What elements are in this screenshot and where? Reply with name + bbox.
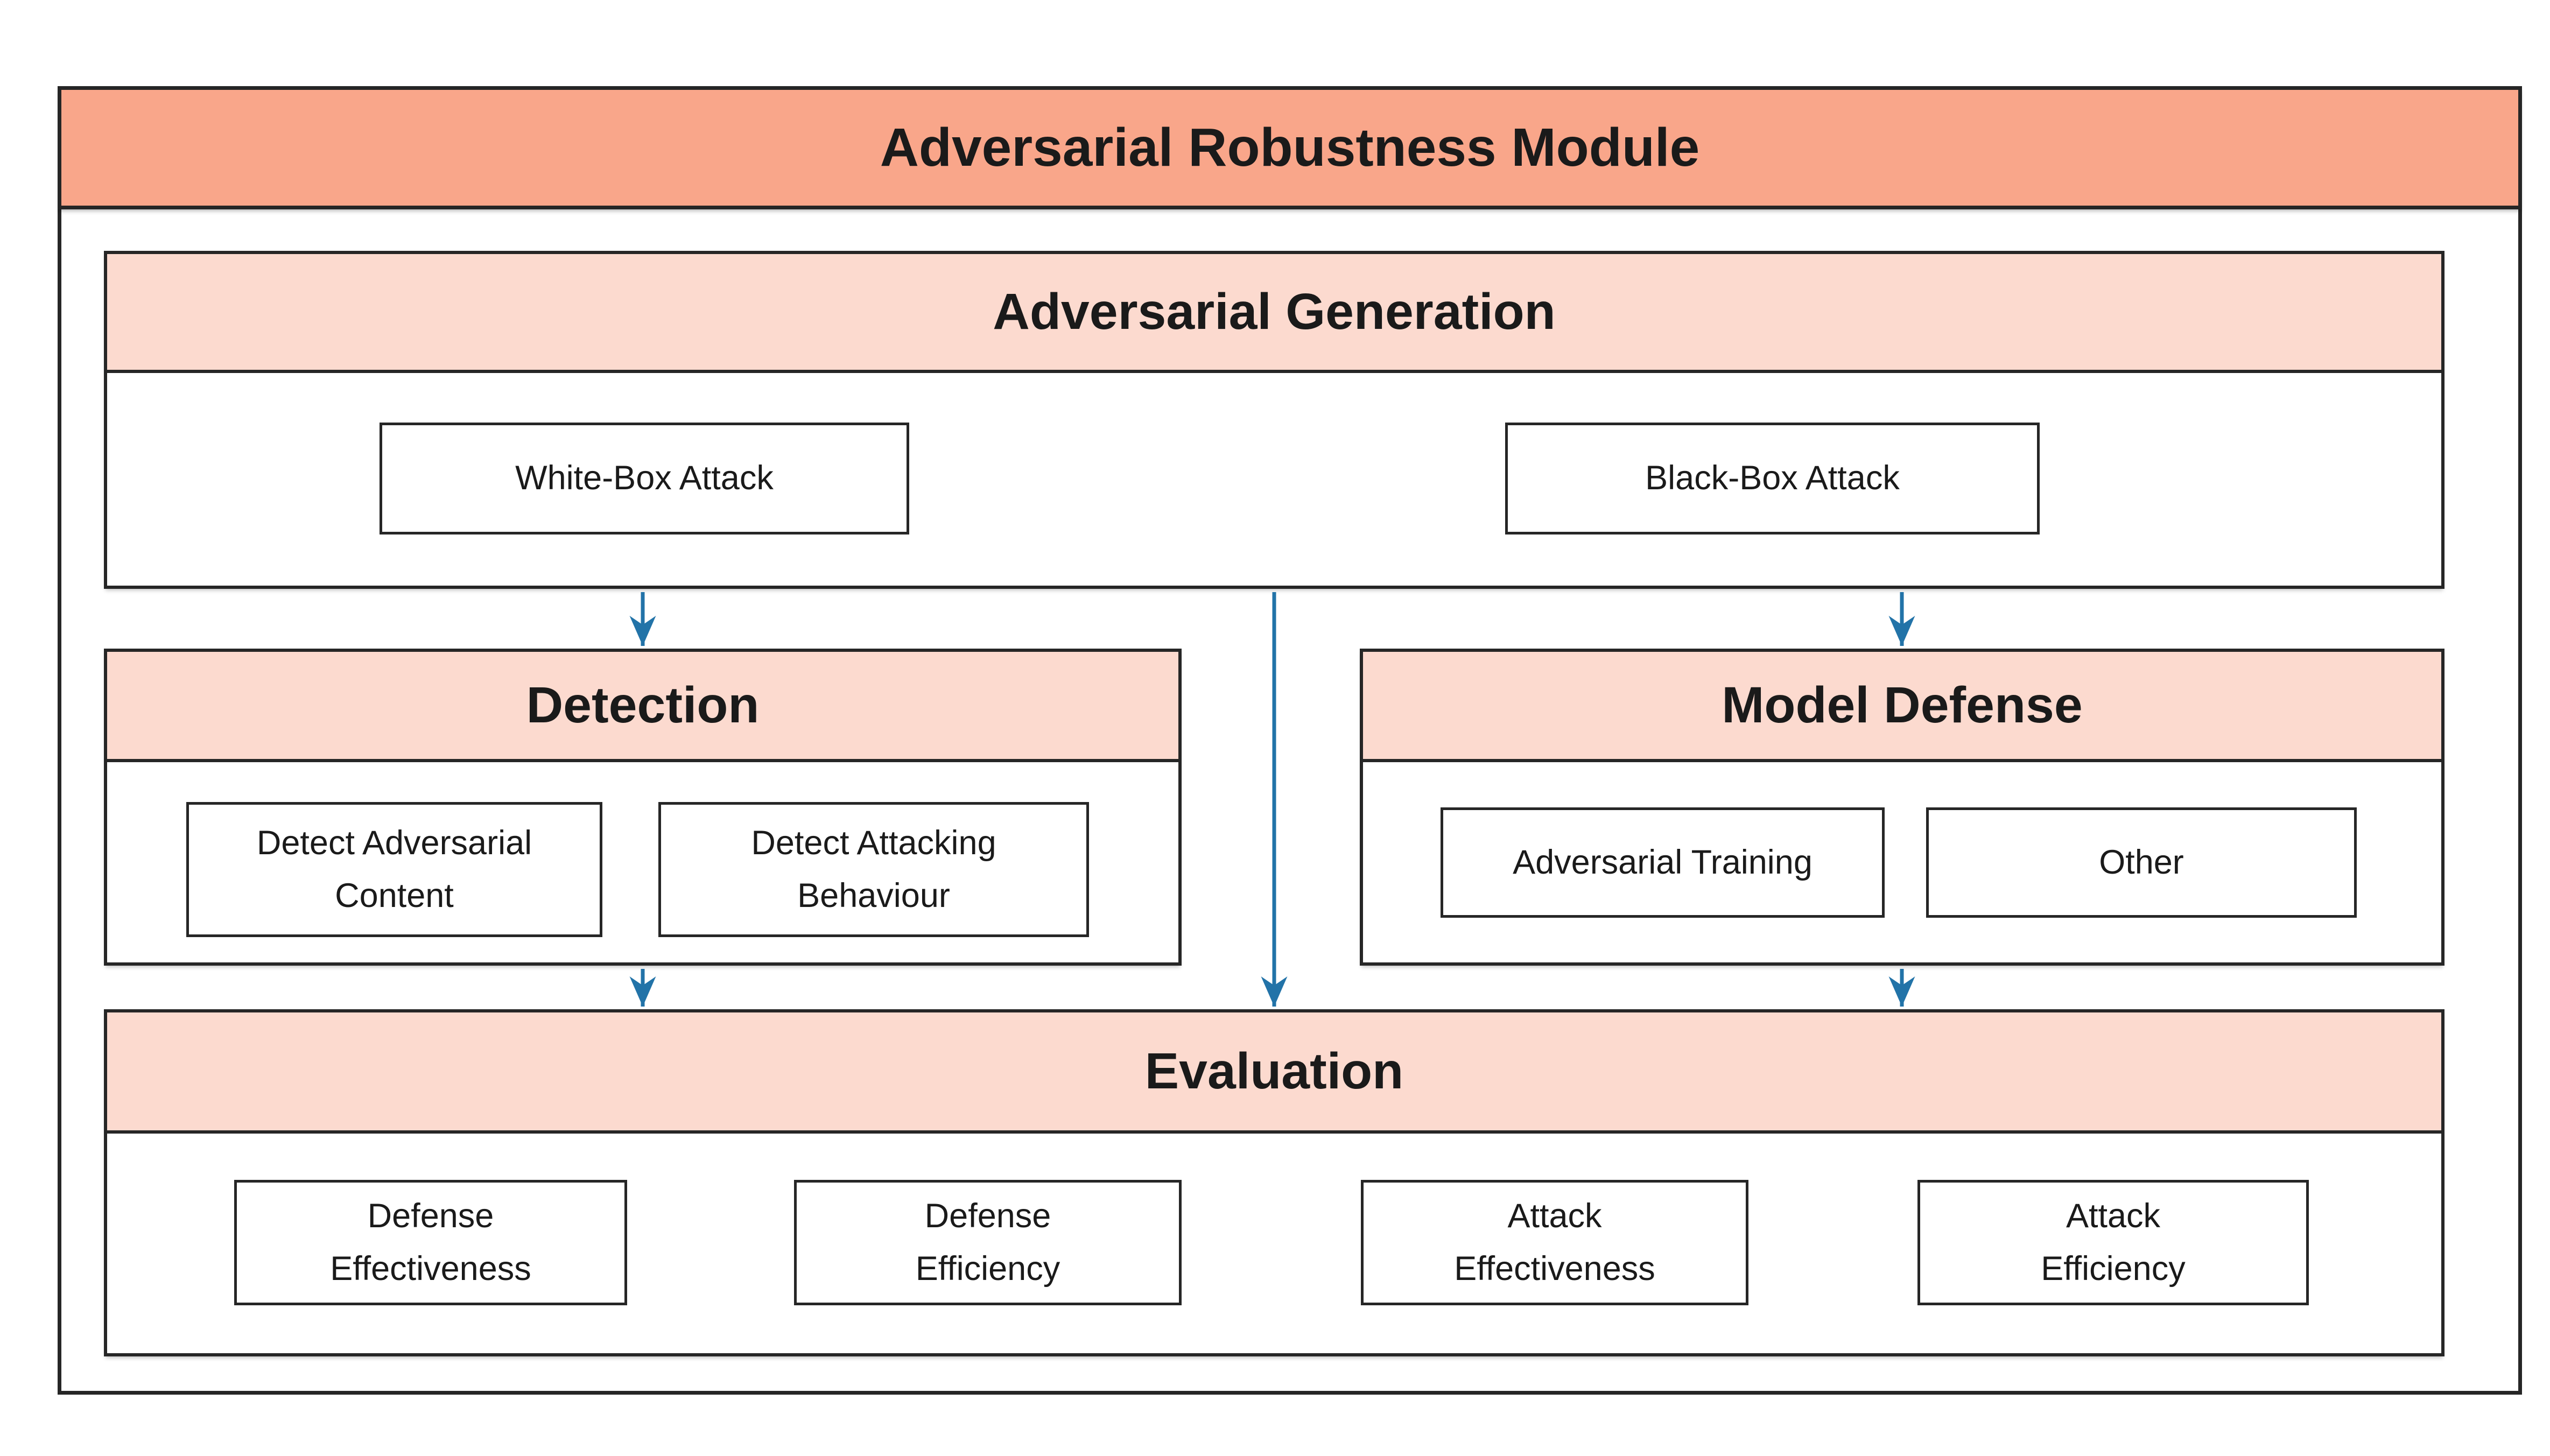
box-attack-efficiency: Attack Efficiency [1917, 1180, 2309, 1305]
box-defense-effectiveness: Defense Effectiveness [234, 1180, 627, 1305]
box-other: Other [1926, 807, 2357, 918]
box-defense-efficiency: Defense Efficiency [794, 1180, 1182, 1305]
section-generation-header: Adversarial Generation [107, 254, 2441, 373]
section-detection-title: Detection [526, 677, 760, 734]
box-black-box-attack: Black-Box Attack [1505, 423, 2040, 534]
section-generation: Adversarial Generation [104, 251, 2444, 589]
section-model-defense-header: Model Defense [1363, 652, 2441, 762]
module-title: Adversarial Robustness Module [880, 117, 1700, 178]
box-white-box-attack: White-Box Attack [380, 423, 909, 534]
box-adversarial-training: Adversarial Training [1441, 807, 1885, 918]
box-attack-effectiveness: Attack Effectiveness [1361, 1180, 1748, 1305]
section-detection-header: Detection [107, 652, 1178, 762]
section-model-defense: Model Defense [1360, 649, 2444, 966]
section-evaluation-header: Evaluation [107, 1012, 2441, 1134]
box-detect-adversarial-content: Detect Adversarial Content [186, 802, 602, 937]
box-detect-attacking-behaviour: Detect Attacking Behaviour [658, 802, 1089, 937]
section-evaluation-title: Evaluation [1144, 1043, 1404, 1100]
section-model-defense-title: Model Defense [1722, 677, 2083, 734]
section-generation-title: Adversarial Generation [993, 283, 1556, 340]
module-header: Adversarial Robustness Module [58, 86, 2522, 209]
